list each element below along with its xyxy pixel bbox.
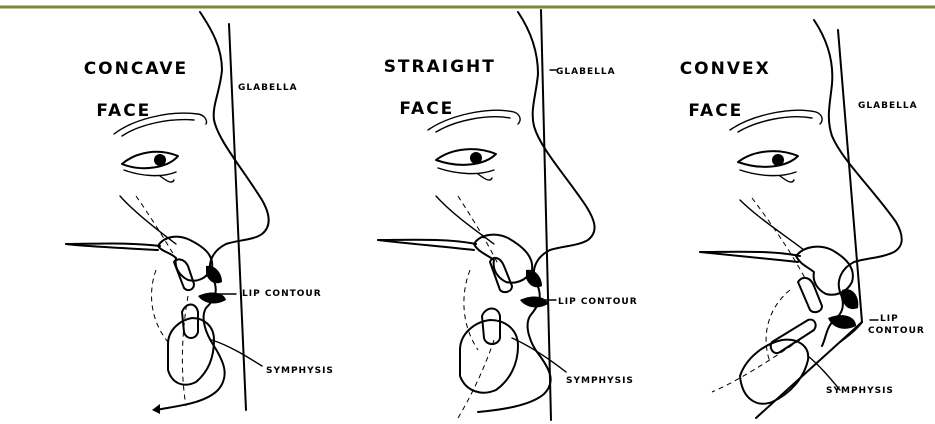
convex-eye [738, 151, 798, 167]
concave-maxilla [158, 237, 212, 281]
straight-symphysis-label: SYMPHYSIS [566, 376, 634, 387]
straight-title-line2: FACE [399, 99, 454, 119]
concave-title-line2: FACE [96, 101, 151, 121]
straight-eye [436, 149, 496, 165]
concave-face-title: CONCAVE FACE [52, 38, 164, 143]
straight-face-title: STRAIGHT FACE [352, 36, 470, 141]
concave-lip-shadow [206, 266, 222, 284]
convex-contour-label-line2: CONTOUR [868, 326, 925, 337]
convex-title-line1: CONVEX [680, 59, 771, 79]
straight-lip-shadow [526, 270, 542, 288]
straight-maxilla [474, 235, 532, 283]
straight-lip-contour-label: LIP CONTOUR [558, 297, 638, 308]
convex-title-line2: FACE [688, 101, 743, 121]
convex-profile-outline [814, 20, 902, 346]
concave-eye [122, 152, 178, 168]
convex-glabella-label: GLABELLA [858, 101, 918, 112]
concave-title-line1: CONCAVE [84, 59, 188, 79]
straight-title-line1: STRAIGHT [384, 57, 496, 77]
convex-lip-label-line1: LIP [880, 314, 899, 325]
convex-lip-shadow [842, 289, 858, 309]
convex-symphysis-label: SYMPHYSIS [826, 386, 894, 397]
concave-glabella-label: GLABELLA [238, 83, 298, 94]
convex-face-title: CONVEX FACE [648, 38, 752, 143]
concave-lip-contour-label: LIP CONTOUR [242, 289, 322, 300]
straight-glabella-label: GLABELLA [556, 67, 616, 78]
concave-mandible [168, 318, 214, 385]
concave-symphysis-label: SYMPHYSIS [266, 366, 334, 377]
straight-mandible [460, 320, 518, 393]
